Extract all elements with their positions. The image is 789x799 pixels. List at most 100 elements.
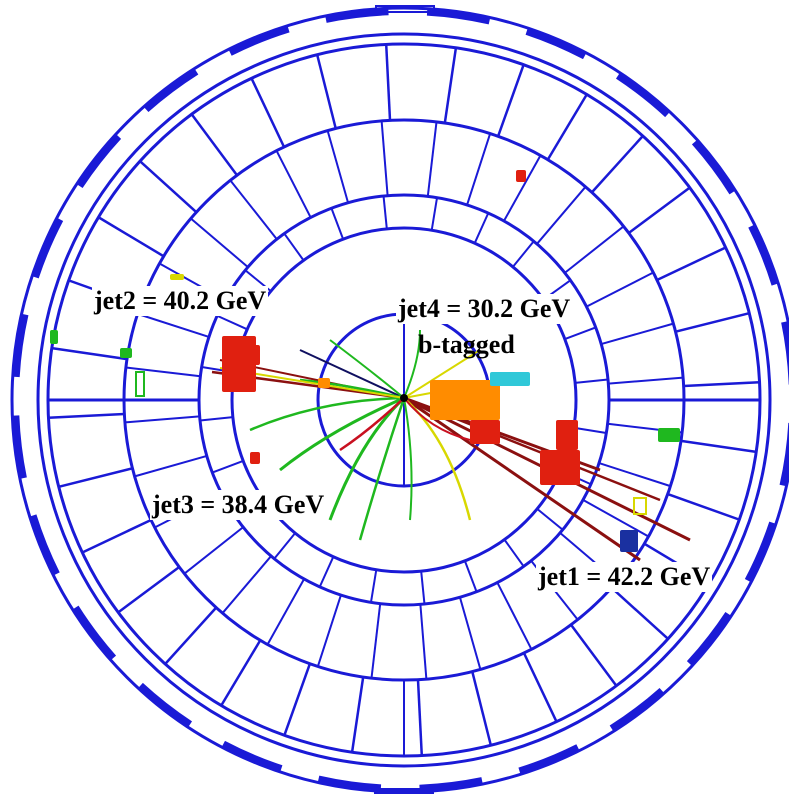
barrel-cell-wall [419, 604, 428, 680]
top-marker [375, 5, 435, 13]
calorimeter-module-wall [250, 77, 286, 148]
barrel-cell-wall [134, 454, 208, 478]
muon-chamber-segment [33, 218, 64, 279]
inner-band-cell-wall [273, 532, 296, 560]
jet3-label: jet3 = 38.4 GeV [150, 490, 327, 520]
barrel-cell-wall [137, 312, 210, 338]
inner-band-cell-wall [211, 459, 244, 474]
inner-band-cell-wall [564, 326, 597, 341]
barrel-cell-wall [190, 217, 249, 268]
inner-band-cell-wall [199, 416, 233, 422]
calo-deposit [136, 372, 144, 396]
muon-chamber-segment [73, 605, 117, 660]
jet1-track [403, 396, 641, 562]
inner-band-cell-wall [216, 314, 248, 331]
muon-chamber-segment [144, 69, 199, 113]
calo-deposit [658, 428, 680, 442]
barrel-cell-wall [380, 120, 389, 196]
barrel-cell-wall [275, 150, 312, 218]
calorimeter-module-wall [220, 639, 262, 707]
muon-chamber-segment [138, 682, 193, 727]
calorimeter-module-wall [384, 44, 392, 121]
barrel-cell-wall [466, 133, 492, 206]
barrel-cell-wall [326, 130, 350, 204]
calorimeter-module-wall [628, 186, 691, 235]
inner-band-cell-wall [463, 560, 478, 593]
calo-deposit [620, 530, 638, 552]
inner-band-cell-wall [575, 378, 609, 384]
b-tagged-label: b-tagged [418, 330, 515, 359]
red-curved-track [339, 397, 405, 452]
muon-chamber-segment [419, 777, 483, 791]
inner-band-cell-wall [330, 207, 345, 240]
muon-chamber-segment [686, 611, 731, 666]
inner-band-cell-wall [430, 197, 439, 231]
calo-deposit [120, 348, 132, 358]
calorimeter-module-wall [590, 135, 644, 194]
calo-deposit [490, 372, 530, 386]
barrel-cell-wall [536, 186, 587, 245]
jet1-label: jet1 = 42.2 GeV [536, 562, 713, 592]
calo-deposit-jet1 [470, 420, 500, 444]
muon-chamber-segment [13, 415, 27, 479]
calorimeter-module-wall [58, 467, 133, 489]
calorimeter-module-wall [51, 346, 128, 361]
calo-deposit-jet1 [540, 450, 580, 485]
barrel-cell-wall [229, 179, 278, 240]
calorimeter-module-wall [496, 64, 525, 137]
calorimeter-module-wall [443, 47, 458, 124]
calo-deposit-jet1 [430, 380, 500, 420]
calorimeter-module-wall [522, 652, 558, 723]
calo-deposit [50, 330, 58, 344]
green-track [279, 396, 405, 472]
inner-band-cell-wall [283, 233, 305, 261]
calo-deposit-outline [633, 497, 647, 515]
green-track [358, 397, 406, 541]
calorimeter-module-wall [315, 54, 337, 129]
calo-deposit-jet1 [556, 420, 578, 450]
muon-chamber-segment [317, 775, 382, 791]
calorimeter-module-wall [81, 518, 152, 554]
barrel-cell-wall [183, 526, 244, 575]
calorimeter-module-wall [471, 671, 493, 746]
muon-chamber-segment [13, 313, 29, 378]
barrel-cell-wall [586, 271, 654, 308]
calo-deposit [250, 452, 260, 464]
primary-vertex [400, 394, 408, 402]
muon-chamber-segment [691, 140, 735, 195]
calorimeter-module-wall [656, 246, 727, 282]
muon-chamber-segment [525, 29, 586, 60]
barrel-cell-wall [221, 555, 272, 614]
calorimeter-module-wall [190, 113, 239, 176]
barrel-cell-wall [598, 462, 671, 488]
barrel-cell-wall [316, 594, 342, 667]
event-content [50, 170, 691, 562]
barrel-cell-wall [370, 603, 382, 679]
bottom-marker [374, 788, 434, 794]
muon-chamber-segment [77, 134, 122, 189]
inner-band-cell-wall [369, 569, 378, 603]
muon-chamber-segment [228, 26, 290, 56]
calorimeter-outer-ring-a [36, 32, 772, 768]
calorimeter-module-wall [48, 412, 125, 420]
yellow-track [403, 349, 481, 399]
jet2-label: jet2 = 40.2 GeV [92, 286, 269, 316]
barrel-cell-wall [266, 578, 305, 645]
calorimeter-module-wall [667, 492, 740, 521]
calorimeter-module-wall [675, 311, 750, 333]
inner-band-cell-wall [318, 556, 335, 588]
detector-rings [10, 5, 789, 794]
inner-band-cell-wall [420, 571, 426, 605]
barrel-cell-wall [503, 155, 542, 222]
inner-band-cell-wall [536, 508, 564, 531]
jet4-label: jet4 = 30.2 GeV [396, 294, 573, 324]
calorimeter-module-wall [117, 565, 180, 614]
barrel-cell-wall [426, 121, 438, 197]
barrel-cell-wall [582, 499, 649, 538]
muon-chamber-segment [615, 73, 670, 118]
calo-deposit [170, 274, 184, 280]
calorimeter-module-wall [569, 624, 618, 687]
calorimeter-module-wall [283, 663, 312, 736]
jet2-track [299, 349, 405, 399]
